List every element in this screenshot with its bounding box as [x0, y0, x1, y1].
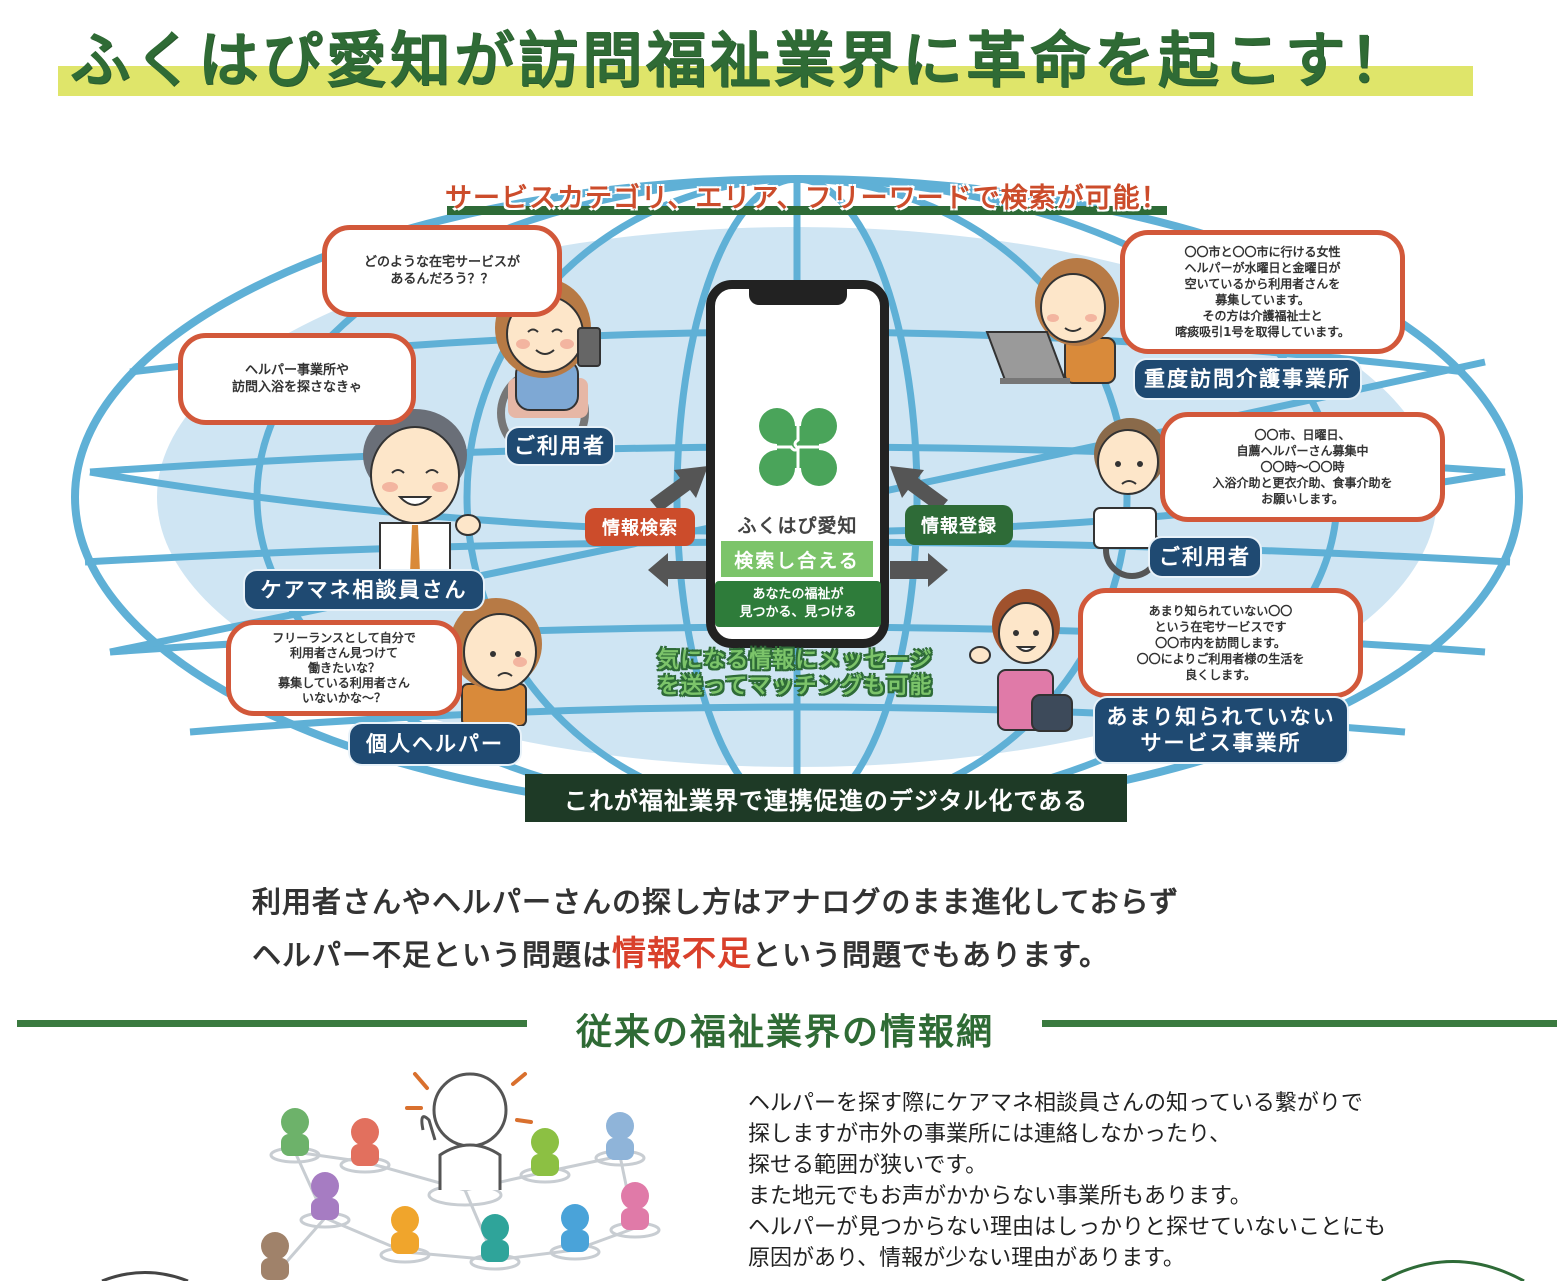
section-body-text: ヘルパーを探す際にケアマネ相談員さんの知っている繋がりで 探しますが市外の事業所…	[748, 1091, 1387, 1271]
caremanager-man-icon	[363, 409, 481, 575]
arrow-right-icon	[890, 553, 948, 587]
service-staff-woman-icon	[969, 589, 1073, 732]
section-rule-left	[17, 1020, 527, 1027]
office-woman-laptop-icon	[985, 258, 1119, 384]
speech-bubble-caremanager: ヘルパー事業所や 訪問入浴を探さなきゃ	[178, 333, 416, 425]
individual-helper-woman-icon	[450, 598, 542, 726]
arrow-up-left-icon	[890, 466, 948, 512]
label-caremanager: ケアマネ相談員さん	[245, 571, 483, 609]
statement-line-2-after: という問題でもあります。	[752, 938, 1110, 972]
label-heavy-care-office: 重度訪問介護事業所	[1135, 360, 1360, 398]
statement-line-2-before: ヘルパー不足という問題は	[252, 938, 613, 972]
info-search-pill: 情報検索	[585, 508, 695, 546]
statement-accent: 情報不足	[612, 934, 753, 974]
headline-highlight	[58, 66, 1473, 96]
problem-statement: 利用者さんやヘルパーさんの探し方はアナログのまま進化しておらず ヘルパー不足とい…	[252, 876, 1179, 981]
info-register-pill: 情報登録	[905, 505, 1013, 545]
speech-bubble-heavy-care-office: 〇〇市と〇〇市に行ける女性 ヘルパーが水曜日と金曜日が 空いているから利用者さん…	[1120, 230, 1405, 354]
decorative-arc-right	[1381, 1260, 1525, 1281]
section-rule-right	[1042, 1020, 1557, 1027]
speech-bubble-user-question: どのような在宅サービスが あるんだろう？？	[322, 225, 562, 317]
statement-line-2: ヘルパー不足という問題は情報不足という問題でもあります。	[252, 928, 1179, 981]
label-individual-helper: 個人ヘルパー	[350, 724, 520, 764]
label-user-right: ご利用者	[1150, 538, 1260, 576]
label-unknown-service: あまり知られていない サービス事業所	[1095, 698, 1347, 762]
arrow-left-icon	[648, 553, 706, 587]
clover-puzzle-logo-icon	[759, 408, 837, 486]
phone-brand-name: ふくはぴ愛知	[737, 515, 858, 537]
section-title: 従来の福祉業界の情報網	[575, 1012, 994, 1053]
speech-bubble-unknown-service: あまり知られていない〇〇 という在宅サービスです 〇〇市内を訪問します。 〇〇に…	[1078, 588, 1363, 698]
search-caption-underline	[447, 206, 1167, 215]
label-user-left: ご利用者	[507, 428, 613, 464]
people-network-illustration	[261, 1072, 661, 1280]
speech-bubble-freelance-helper: フリーランスとして自分で 利用者さん見つけて 働きたいな？ 募集している利用者さ…	[226, 620, 462, 716]
decorative-arc-left	[101, 1271, 189, 1281]
page-headline: ふくはぴ愛知が訪問福祉業界に革命を起こす！	[70, 26, 1413, 96]
arrow-up-right-icon	[650, 466, 708, 512]
phone-tagline: 検索し合える	[721, 541, 873, 577]
search-caption: サービスカテゴリ、エリア、フリーワードで検索が可能！	[445, 183, 1169, 214]
message-matching-caption: 気になる情報にメッセージ を送ってマッチングも可能	[657, 648, 933, 699]
wheelchair-boy-icon	[1093, 418, 1166, 579]
smartphone-mockup: ふくはぴ愛知 検索し合える あなたの福祉が 見つかる、見つける	[706, 280, 889, 648]
phone-notch	[749, 287, 847, 305]
statement-line-1: 利用者さんやヘルパーさんの探し方はアナログのまま進化しておらず	[252, 885, 1180, 919]
digitalization-banner: これが福祉業界で連携促進のデジタル化である	[525, 774, 1127, 822]
phone-subtagline: あなたの福祉が 見つかる、見つける	[715, 581, 881, 627]
speech-bubble-user-request: 〇〇市、日曜日、 自薦ヘルパーさん募集中 〇〇時～〇〇時 入浴介助と更衣介助、食…	[1160, 412, 1445, 522]
